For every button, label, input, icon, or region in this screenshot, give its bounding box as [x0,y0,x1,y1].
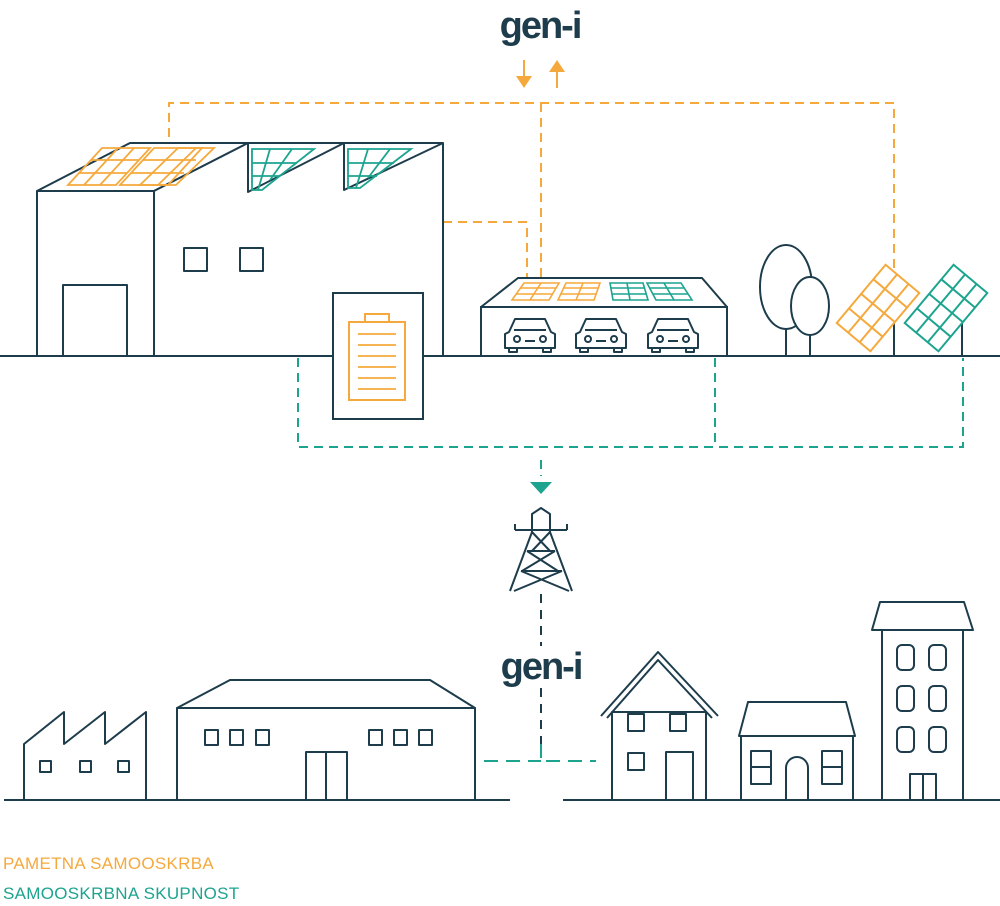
solar-panel-icon [251,148,414,191]
apartment-building-icon [871,601,974,801]
solar-panel-icon [835,263,921,356]
town-connection-line [484,744,596,762]
house-icon [600,651,719,801]
carport-icon [480,277,728,357]
community-connections [297,178,964,476]
car-icon [575,318,627,353]
factory-building-icon [23,711,147,801]
arrow-up-icon [549,60,565,88]
gen-i-logo-top: gen-i [500,5,581,47]
arrow-down-icon [530,482,552,494]
house-icon [738,701,856,801]
solar-panel-icon [903,263,989,356]
tree-icon [759,244,830,356]
warehouse-building-icon [176,679,476,801]
battery-icon [332,292,424,420]
car-icon [504,318,556,353]
arrow-down-icon [516,60,532,88]
gen-i-logo-bottom: gen-i [501,646,582,688]
power-pylon-icon [509,507,573,592]
solar-panel-icon [65,147,217,186]
legend-smart-self-supply: PAMETNA SAMOOSKRBA [3,854,215,873]
legend-community-self-supply: SAMOOSKRBNA SKUPNOST [3,884,240,903]
car-icon [647,318,699,353]
